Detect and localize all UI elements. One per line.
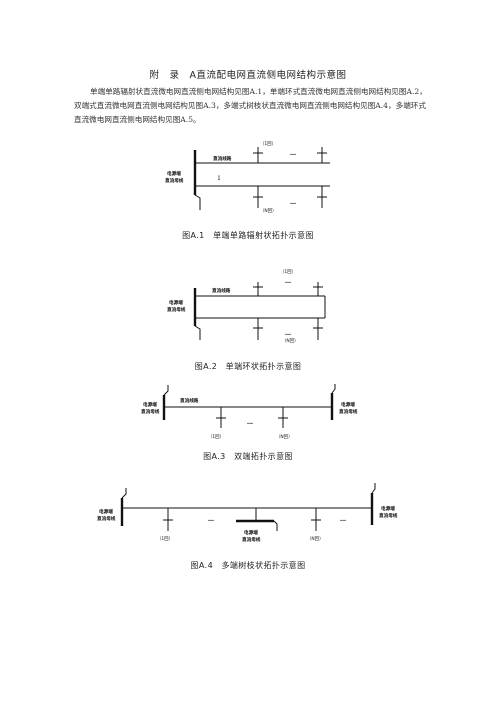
a4-branch-label-right: （N回）	[307, 536, 323, 542]
a2-branch-label-top: （1回）	[280, 269, 296, 275]
a2-ellipsis-top: …	[285, 278, 291, 285]
a4-left-bus-label-2: 直流母线	[97, 515, 116, 522]
a1-line-label: 直流线路	[213, 155, 232, 162]
a2-bus-label-2: 直流母线	[167, 306, 186, 313]
a1-ellipsis-bottom: …	[290, 199, 296, 206]
a4-middle-bus-label-2: 直流母线	[242, 536, 261, 543]
a2-ellipsis-bottom: …	[285, 330, 291, 337]
a4-middle-bus-label-1: 电源端	[244, 529, 258, 536]
a2-feed	[194, 325, 201, 340]
a3-right-bus-label-1: 电源端	[341, 401, 355, 408]
intro-paragraph: 单端单路辐射状直流微电网直流侧电网结构见图A.1，单端环式直流微电网直流侧电网结…	[74, 87, 427, 124]
a1-bus-label-1: 电源端	[167, 170, 181, 177]
a1-branch-label-bottom: （N回）	[260, 208, 276, 214]
a4-ellipsis-left: …	[208, 516, 214, 523]
a4-right-bus-label-2: 直流母线	[379, 512, 398, 519]
a4-branch-label-left: （1回）	[157, 536, 173, 542]
figure-a1-caption: 图A.1 单端单路辐射状拓扑示意图	[182, 231, 314, 240]
a1-ellipsis-top: …	[290, 150, 296, 157]
a2-line-label: 直流线路	[212, 287, 231, 294]
a3-ellipsis: …	[247, 419, 253, 426]
a4-right-bus-label-1: 电源端	[381, 505, 395, 512]
a3-right-feed	[331, 384, 336, 394]
a3-left-bus-label-1: 电源端	[143, 401, 157, 408]
appendix-title: 附 录 A直流配电网直流侧电网结构示意图	[149, 70, 347, 81]
a3-left-feed	[163, 385, 169, 396]
figure-a2-caption: 图A.2 单端环状拓扑示意图	[194, 362, 302, 371]
a3-left-bus-label-2: 直流母线	[141, 408, 160, 415]
a3-line-label: 直流线路	[180, 397, 199, 404]
a3-right-bus-label-2: 直流母线	[339, 408, 358, 415]
a4-left-feed	[121, 488, 127, 499]
a1-branch-label-top: （1回）	[260, 141, 276, 147]
a3-branch-label-left: （1回）	[208, 434, 224, 440]
a4-left-bus-label-1: 电源端	[99, 508, 113, 515]
a2-bus-label-1: 电源端	[169, 299, 183, 306]
a1-vertical-ellipsis: ⋮	[216, 175, 222, 182]
a3-branch-label-right: （N回）	[276, 434, 292, 440]
a4-right-feed	[371, 483, 376, 494]
a4-ellipsis-right: …	[340, 516, 346, 523]
a1-bus-label-2: 直流母线	[165, 177, 184, 184]
figure-a4-caption: 图A.4 多端树枝状拓扑示意图	[190, 561, 306, 570]
a1-feed	[194, 194, 201, 210]
a4-middle-feed	[273, 520, 278, 531]
figure-a3-caption: 图A.3 双端拓扑示意图	[203, 452, 293, 461]
a2-branch-label-bottom: （N回）	[282, 338, 298, 344]
